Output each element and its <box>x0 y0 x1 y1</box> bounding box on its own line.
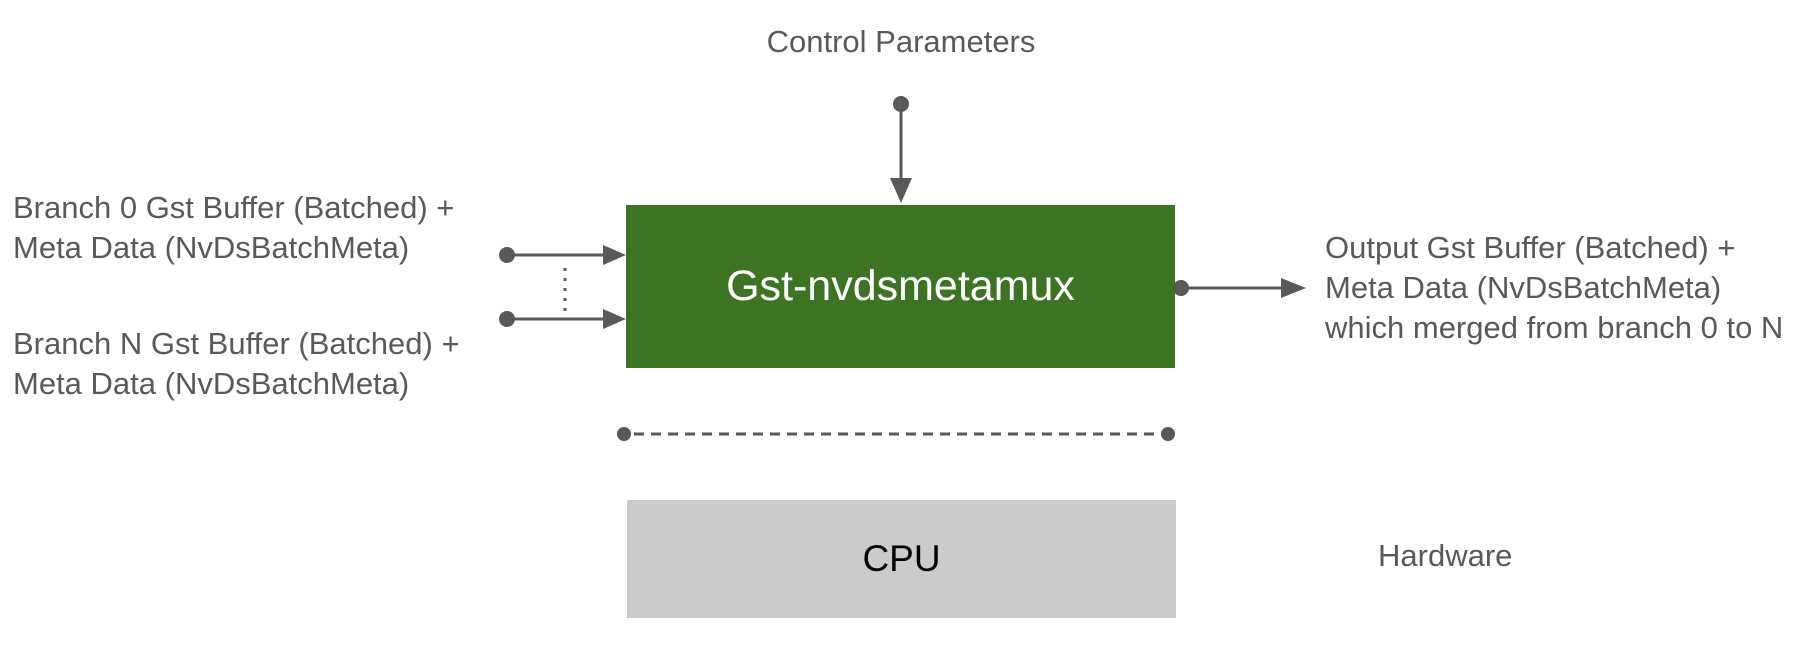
control-arrow <box>890 96 912 203</box>
cpu-node-label: CPU <box>862 538 941 579</box>
gst-nvdsmetamux-node: Gst-nvdsmetamux <box>626 205 1175 368</box>
control-parameters-label: Control Parameters <box>766 24 1036 59</box>
branchN-arrowhead <box>603 309 626 329</box>
output-label-line2: Meta Data (NvDsBatchMeta) <box>1325 270 1722 305</box>
branchN-input-label-line2: Meta Data (NvDsBatchMeta) <box>13 366 410 401</box>
branch0-input-label-line1: Branch 0 Gst Buffer (Batched) + <box>13 190 455 225</box>
boundary-left-dot <box>617 427 631 441</box>
output-label: Output Gst Buffer (Batched) + Meta Data … <box>1325 228 1783 348</box>
boundary-right-dot <box>1161 427 1175 441</box>
input-arrow-branchN <box>499 309 626 329</box>
input-arrow-branch0 <box>499 245 626 265</box>
gst-nvdsmetamux-node-label: Gst-nvdsmetamux <box>726 262 1075 310</box>
output-label-line3: which merged from branch 0 to N <box>1325 310 1784 345</box>
control-arrowhead <box>890 178 912 203</box>
output-label-line1: Output Gst Buffer (Batched) + <box>1325 230 1736 265</box>
hw-sw-boundary-line <box>617 427 1175 441</box>
branchN-input-label: Branch N Gst Buffer (Batched) + Meta Dat… <box>13 324 460 404</box>
branch0-input-label-line2: Meta Data (NvDsBatchMeta) <box>13 230 410 265</box>
output-arrowhead <box>1281 278 1306 298</box>
branch0-arrowhead <box>603 245 626 265</box>
hardware-label: Hardware <box>1378 538 1513 573</box>
cpu-node: CPU <box>627 500 1176 618</box>
output-arrow <box>1173 278 1306 298</box>
branchN-input-label-line1: Branch N Gst Buffer (Batched) + <box>13 326 460 361</box>
branch0-input-label: Branch 0 Gst Buffer (Batched) + Meta Dat… <box>13 188 454 268</box>
